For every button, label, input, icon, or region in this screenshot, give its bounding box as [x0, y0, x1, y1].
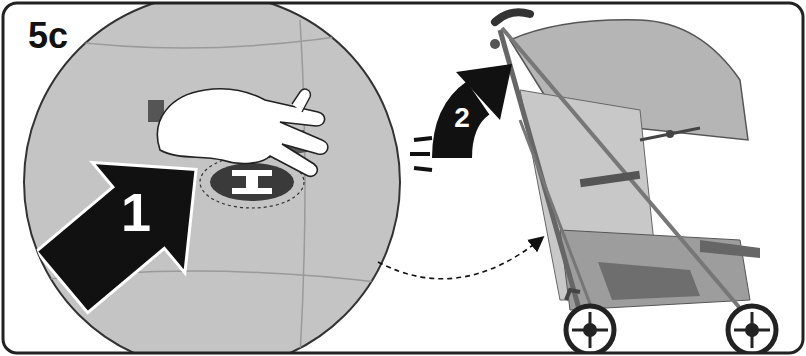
press-arrow [16, 114, 243, 337]
frame [3, 3, 803, 353]
stroller [490, 12, 776, 353]
callout-number: 2 [454, 104, 470, 132]
hand [157, 89, 327, 177]
callout-number: 1 [121, 185, 151, 239]
step-number: 5c [28, 18, 68, 54]
lift-arrow [410, 64, 512, 170]
release-button [210, 163, 294, 201]
leader-line [378, 238, 542, 279]
